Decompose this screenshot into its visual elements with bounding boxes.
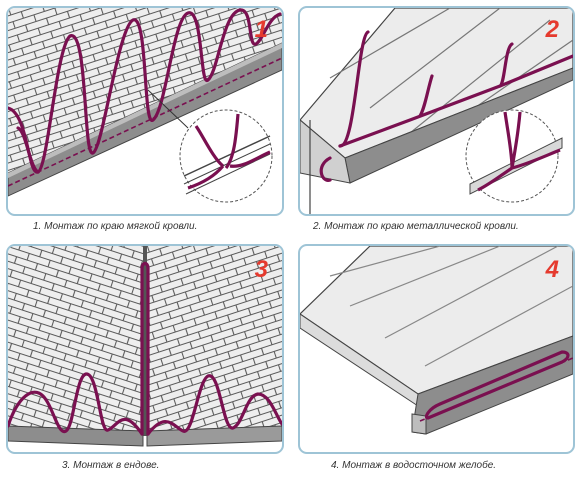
gutter-illustration [300, 246, 573, 435]
caption-panel-1: 1. Монтаж по краю мягкой кровли. [33, 221, 198, 232]
panel-2-metal-roof: 2 [298, 6, 575, 216]
panel-number: 2 [545, 16, 559, 43]
heating-cable [319, 30, 573, 182]
panel-number: 4 [545, 256, 559, 283]
heating-cable [8, 8, 282, 174]
panel-number: 3 [254, 256, 268, 283]
heating-cable [424, 350, 570, 420]
panel-1-soft-roof: 1 [6, 6, 284, 216]
detail-magnifier [469, 111, 563, 195]
soft-roof-edge-illustration [8, 8, 282, 203]
detail-magnifier [183, 113, 271, 195]
panel-number: 1 [254, 16, 268, 43]
roof-valley-illustration [8, 246, 282, 447]
caption-panel-4: 4. Монтаж в водосточном желобе. [331, 460, 497, 471]
heating-cable [8, 261, 282, 436]
caption-panel-2: 2. Монтаж по краю металлической кровли. [313, 221, 519, 232]
panel-4-gutter: 4 [298, 244, 575, 454]
panel-3-valley: 3 [6, 244, 284, 454]
caption-panel-3: 3. Монтаж в ендове. [62, 460, 160, 471]
metal-roof-edge-illustration [300, 8, 573, 214]
